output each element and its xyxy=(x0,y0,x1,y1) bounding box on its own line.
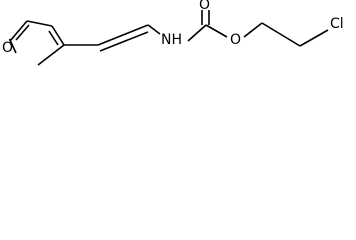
chlorine-label: Cl xyxy=(330,16,344,32)
ester-oxygen-label: O xyxy=(230,32,241,48)
furan-oxygen-label: O xyxy=(2,40,13,56)
furan-bond-c5-o1 xyxy=(37,44,65,66)
furan-bond-c2-c3 xyxy=(9,20,28,42)
furan-bond-c3-c4 xyxy=(26,20,53,27)
nitrogen-label: NH xyxy=(161,32,182,48)
bond-ch2-to-chlorine xyxy=(299,29,329,47)
carbamate-group xyxy=(187,10,228,42)
bond-nitrogen-to-carbonyl xyxy=(187,24,207,42)
chloroethyl-chain xyxy=(243,22,329,47)
bond-vinyl-to-nitrogen xyxy=(147,24,161,35)
bond-carbonyl-to-ester-oxygen xyxy=(205,24,228,38)
furan-double-bond-c2-c3-inner xyxy=(15,24,30,41)
carbonyl-oxygen-label: O xyxy=(199,0,210,13)
furan-double-bond-c4-c5-inner xyxy=(48,30,59,46)
bond-ester-oxygen-to-ch2 xyxy=(243,22,263,38)
vinyl-bond-single xyxy=(97,24,149,46)
chemical-structure-diagram: O NH O O Cl xyxy=(2,0,344,66)
furan-ring xyxy=(8,20,65,66)
furan-bond-c4-c5 xyxy=(51,25,65,46)
bond-ch2-to-ch2 xyxy=(261,22,301,47)
vinyl-linker xyxy=(64,24,161,52)
vinyl-bond-double xyxy=(99,31,149,52)
